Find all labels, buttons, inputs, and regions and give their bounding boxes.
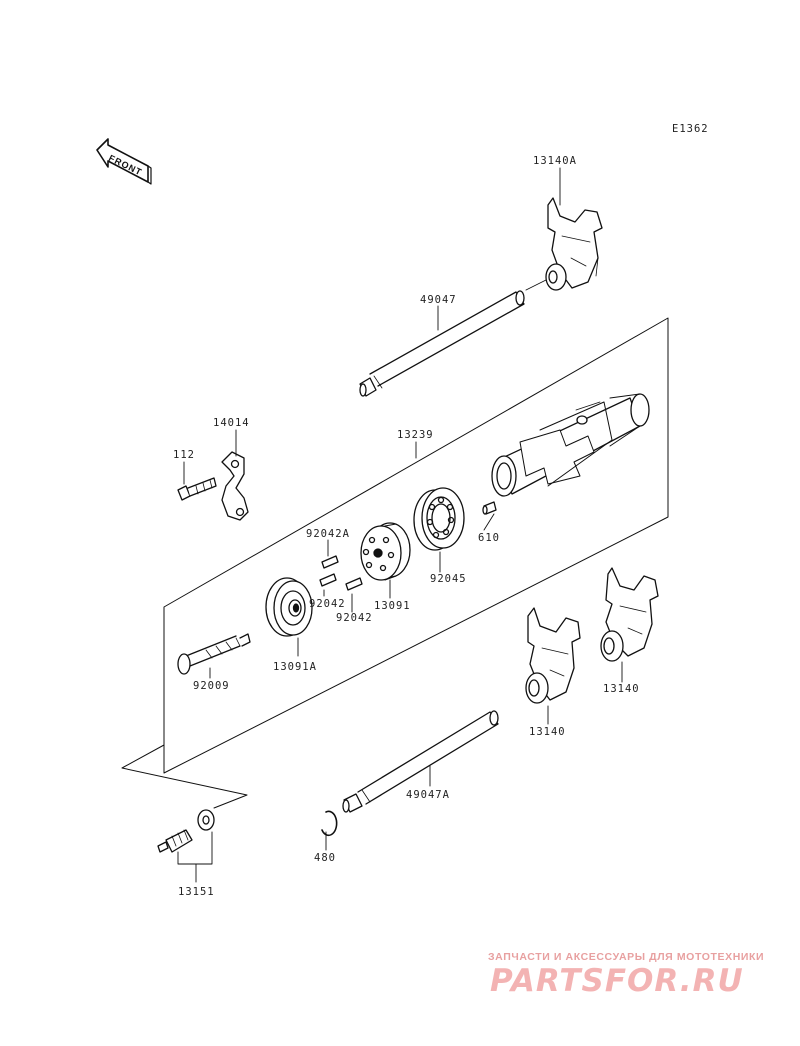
dowel-pin-92042-left [319,573,337,587]
label-112: 112 [173,449,195,461]
pin-610 [482,501,497,515]
shift-drum-13239 [491,393,650,497]
shift-plate-14014 [221,451,249,521]
leader-lines [177,167,623,883]
label-92042-right: 92042 [336,612,373,624]
diagram-code-label: E1362 [672,123,709,135]
label-610: 610 [478,532,500,544]
label-92042-left: 92042 [309,598,346,610]
label-49047a: 49047A [406,789,450,801]
shift-fork-13140-lower [525,607,581,704]
label-49047: 49047 [420,294,457,306]
label-92045: 92045 [430,573,467,585]
front-arrow-icon [96,138,152,185]
label-92042a: 92042A [306,528,350,540]
shift-fork-13140a [545,197,603,291]
watermark-logo: PARTSFOR.RU [490,963,744,999]
shift-cam-13091a [265,577,313,637]
bearing-92045 [413,487,465,551]
label-13140a: 13140A [533,155,577,167]
dowel-pin-92042-right [345,577,363,591]
shift-shaft-49047 [359,290,525,397]
label-480: 480 [314,852,336,864]
label-13140-right: 13140 [603,683,640,695]
shift-fork-13140-right [600,567,659,662]
dowel-pin-92042a [321,555,339,569]
label-92009: 92009 [193,680,230,692]
assembly-frame [121,317,669,809]
bolt-112 [177,477,217,501]
circlip-480 [321,810,338,837]
shift-shaft-49047a [342,710,499,813]
screw-92009 [177,633,251,675]
label-14014: 14014 [213,417,250,429]
neutral-switch-13151 [157,809,215,853]
label-13239: 13239 [397,429,434,441]
label-13091a: 13091A [273,661,317,673]
watermark-tagline: ЗАПЧАСТИ И АКСЕССУАРЫ ДЛЯ МОТОТЕХНИКИ [488,951,765,963]
pin-holder-13091 [360,522,411,581]
label-13140-lower: 13140 [529,726,566,738]
label-13151: 13151 [178,886,215,898]
label-13091: 13091 [374,600,411,612]
